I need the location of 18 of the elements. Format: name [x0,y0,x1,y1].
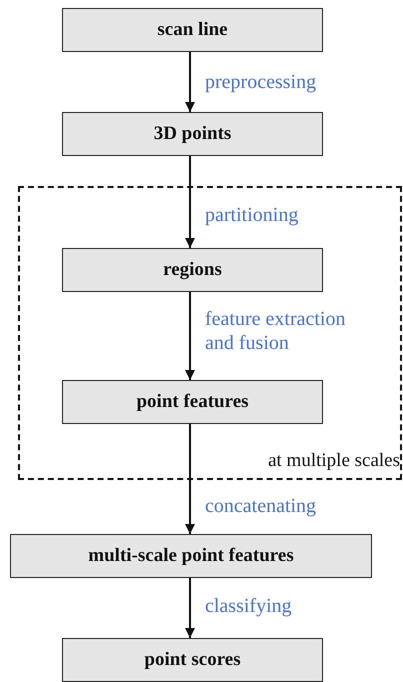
process-box [10,534,372,578]
arrow [185,52,195,112]
box-label: point scores [144,649,241,671]
box-label: scan line [157,19,228,41]
process-box [62,8,323,52]
box-label: point features [136,391,249,413]
box-label: regions [163,259,222,281]
box-label: multi-scale point features [88,545,294,567]
arrow [185,292,195,380]
process-box [62,112,323,156]
arrow [185,578,195,638]
dashed-group-box [18,186,402,480]
process-box [62,380,323,424]
arrow [185,156,195,248]
arrow [185,424,195,534]
process-box [62,248,323,292]
process-box [62,638,323,682]
box-label: 3D points [154,123,232,145]
